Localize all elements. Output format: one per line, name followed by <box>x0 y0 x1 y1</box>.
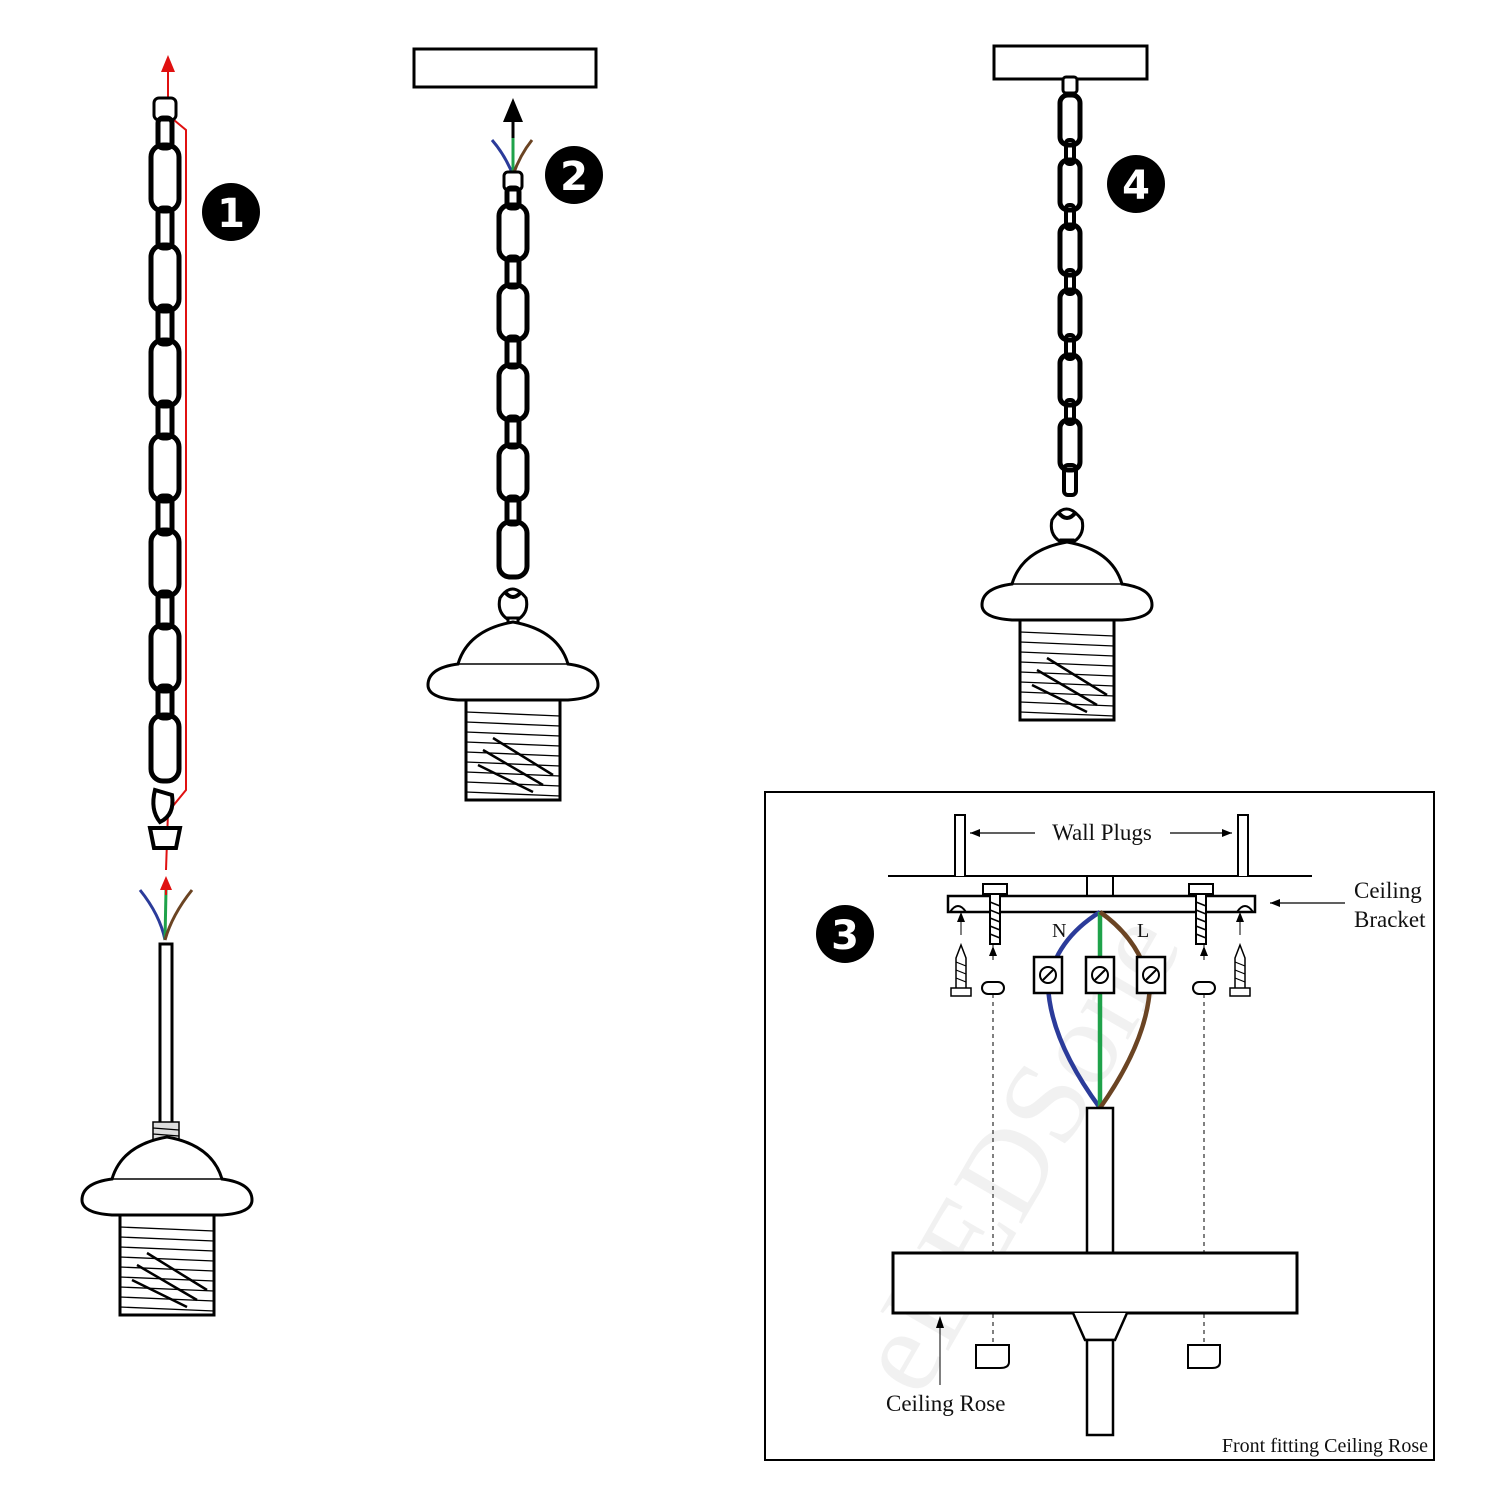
step-3-badge: 3 <box>816 905 874 963</box>
ceiling-rose <box>891 1251 1299 1315</box>
ceiling-plate-icon <box>412 47 598 89</box>
plug-icon <box>1192 981 1216 995</box>
ceiling-rose-label: Ceiling Rose <box>886 1391 1005 1416</box>
step-1-badge: 1 <box>202 183 260 241</box>
caption: Front fitting Ceiling Rose <box>1222 1435 1428 1457</box>
wood-screw-left-icon <box>950 912 972 997</box>
screw-cap-icon <box>975 1344 1010 1369</box>
step-2-badge: 2 <box>545 146 603 204</box>
ceiling-bracket <box>946 894 1257 914</box>
wall-plugs-label: Wall Plugs <box>1052 820 1152 845</box>
chain-icon <box>147 96 183 850</box>
terminal-block-icon <box>1135 955 1167 995</box>
step-2-number: 2 <box>560 154 588 200</box>
ceiling-bracket-label-1: Ceiling <box>1354 878 1422 903</box>
panel-step-3: eLEDSone Wall Plugs Ceiling Bracket <box>764 791 1435 1461</box>
neutral-label: N <box>1052 920 1066 942</box>
wall-plug-left <box>954 814 966 876</box>
panel-step-1: 1 <box>80 55 260 1317</box>
wall-plug-right <box>1237 814 1249 876</box>
ceiling-plate-icon <box>992 44 1149 81</box>
cable <box>1085 1106 1115 1255</box>
screw-icon <box>1188 883 1214 945</box>
live-label: L <box>1137 920 1149 942</box>
panel-step-4: 4 <box>980 44 1165 722</box>
panel-step-2: 2 <box>412 47 603 802</box>
ceiling-bracket-label-2: Bracket <box>1354 907 1426 932</box>
step-4-badge: 4 <box>1107 155 1165 213</box>
lamp-holder-icon <box>80 1135 254 1317</box>
step-1-number: 1 <box>217 191 245 237</box>
terminal-block-icon <box>1032 955 1064 995</box>
plug-icon <box>981 981 1005 995</box>
cable <box>158 942 174 1126</box>
wire-ends <box>138 876 194 941</box>
step-4-number: 4 <box>1122 163 1150 209</box>
lamp-holder-icon <box>980 540 1154 722</box>
screw-cap-icon <box>1187 1344 1221 1369</box>
chain-icon <box>496 170 530 638</box>
wood-screw-right-icon <box>1229 912 1251 997</box>
screw-icon <box>982 883 1008 945</box>
step-3-number: 3 <box>831 913 859 959</box>
lamp-holder-icon <box>426 620 600 802</box>
chain-icon <box>1049 75 1085 556</box>
terminal-block-icon <box>1084 955 1116 995</box>
